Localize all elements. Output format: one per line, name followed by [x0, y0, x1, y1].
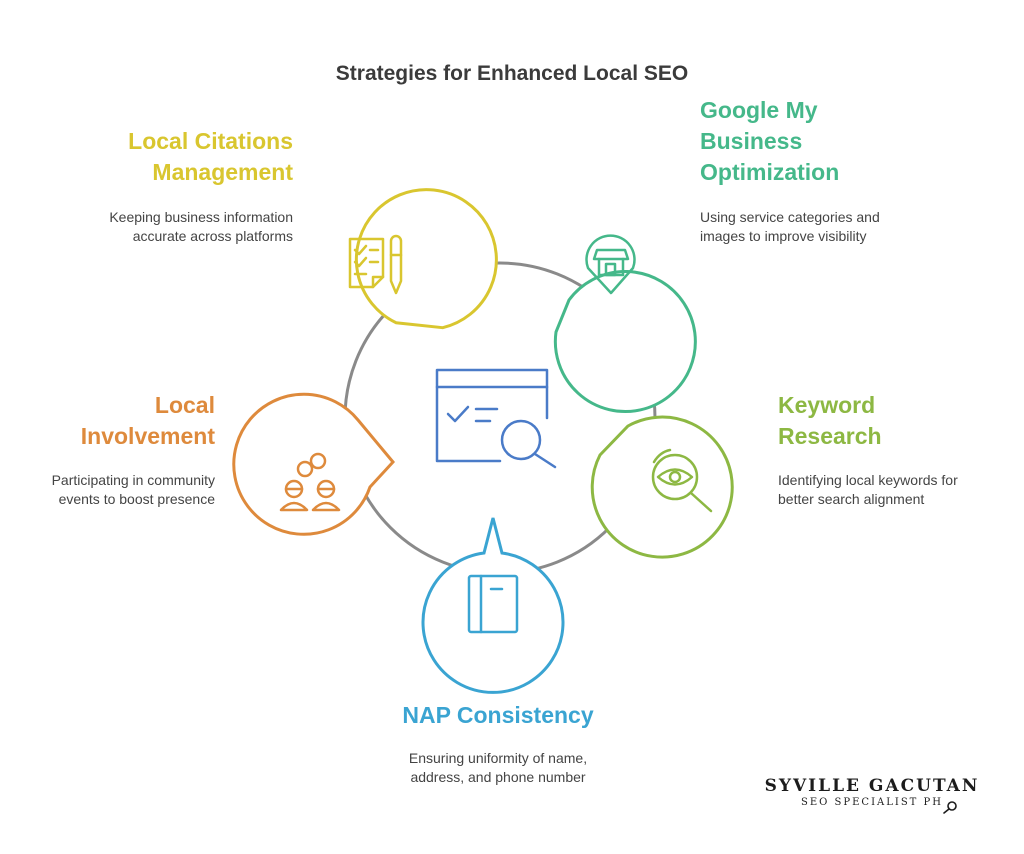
storefront-pin-icon [585, 234, 636, 295]
checklist-search-icon [435, 368, 557, 469]
pin-google-my-business [553, 234, 697, 413]
pin-local-involvement [232, 392, 395, 536]
desc-google-my-business: Using service categories and images to i… [700, 209, 880, 244]
diagram-title: Strategies for Enhanced Local SEO [335, 62, 689, 85]
desc-nap-consistency: Ensuring uniformity of name, address, an… [408, 750, 588, 785]
brand-name: SYVILLE GACUTAN [764, 776, 980, 796]
heading-keyword-research: Keyword Research [778, 392, 882, 449]
book-icon [467, 574, 519, 634]
heading-local-citations: Local Citations Management [128, 128, 293, 185]
heading-google-my-business: Google My Business Optimization [700, 97, 840, 185]
pin-keyword-research [590, 415, 734, 559]
heading-nap-consistency: NAP Consistency [402, 702, 594, 728]
checklist-pen-icon [348, 234, 403, 295]
brand-subtitle: SEO SPECIALIST PH [801, 797, 943, 808]
pin-local-citations [348, 188, 498, 330]
pin-nap-consistency [421, 517, 565, 694]
heading-local-involvement: Local Involvement [80, 392, 215, 449]
brand-logo: SYVILLE GACUTAN SEO SPECIALIST PH [762, 776, 982, 808]
eye-search-icon [651, 448, 713, 513]
desc-local-citations: Keeping business information accurate ac… [109, 209, 293, 244]
desc-keyword-research: Identifying local keywords for better se… [778, 472, 958, 507]
desc-local-involvement: Participating in community events to boo… [51, 472, 215, 507]
brand-magnifier-icon [943, 801, 957, 814]
community-people-icon [279, 452, 341, 512]
